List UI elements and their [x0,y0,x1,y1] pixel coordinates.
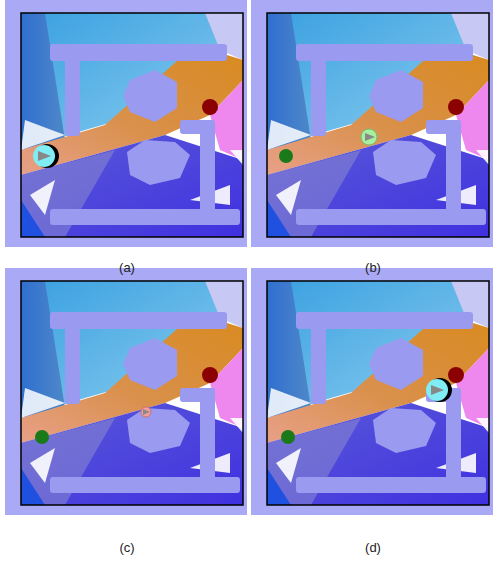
panel-caption: (a) [119,260,135,275]
panel-caption: (c) [119,540,134,555]
map-panel [251,0,493,247]
map-panel [5,268,247,515]
map-panel [5,0,247,247]
map-panel [251,268,493,515]
panel-caption: (d) [365,540,381,555]
panel-caption: (b) [365,260,381,275]
